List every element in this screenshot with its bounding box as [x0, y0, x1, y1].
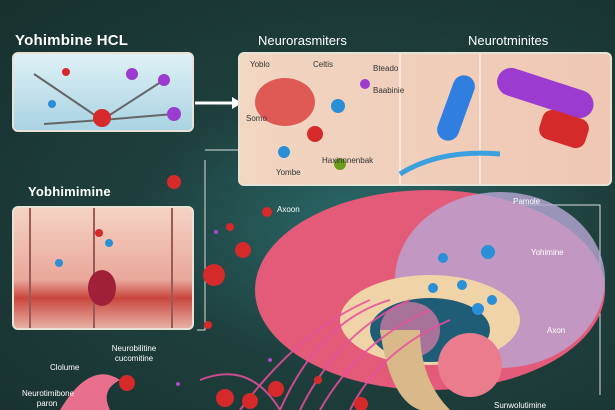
brain-illustration [255, 190, 605, 410]
label-neurobilitine: Neurobilitine cucomitine [111, 344, 157, 363]
label-somo: Somo [246, 114, 267, 123]
neurotransmitter-panel: Yoblo Celtis Bteado Baabinie Somo Yombe … [238, 52, 612, 186]
blue-molecules [428, 245, 497, 315]
label-baabinie: Baabinie [373, 86, 405, 95]
neurotminites-title: Neurotminites [468, 33, 549, 48]
label-yoblo: Yoblo [250, 60, 270, 69]
label-sunwolutimine: Sunwolutimine [494, 401, 547, 410]
label-haxinnnenbak: Haxinnnenbak [322, 156, 374, 165]
label-axoon: Axoon [277, 205, 300, 214]
yobhimimine-title: Yobhimimine [28, 184, 111, 199]
capsule-icon [437, 75, 475, 141]
molecule-structure-icon [33, 68, 181, 127]
label-yombe: Yombe [276, 168, 301, 177]
label-neurotimibone: Neurotimibone paron [22, 389, 75, 408]
molecule-panel [12, 52, 194, 132]
label-bteado: Bteado [373, 64, 399, 73]
label-clolume: Clolume [50, 363, 80, 372]
label-yohimine: Yohimine [531, 248, 564, 257]
label-axon: Axon [547, 326, 566, 335]
red-molecules [119, 175, 368, 410]
label-pamole: Pamole [513, 197, 541, 206]
neuron-cell [60, 374, 120, 410]
neurotransmitters-title: Neurorasmiters [258, 33, 347, 48]
nerve-fibers [199, 299, 451, 410]
label-celtis: Celtis [313, 60, 334, 69]
arrow-head-icon [232, 97, 242, 109]
tissue-panel [12, 206, 194, 330]
yohimbine-hcl-title: Yohimbine HCL [15, 32, 129, 49]
